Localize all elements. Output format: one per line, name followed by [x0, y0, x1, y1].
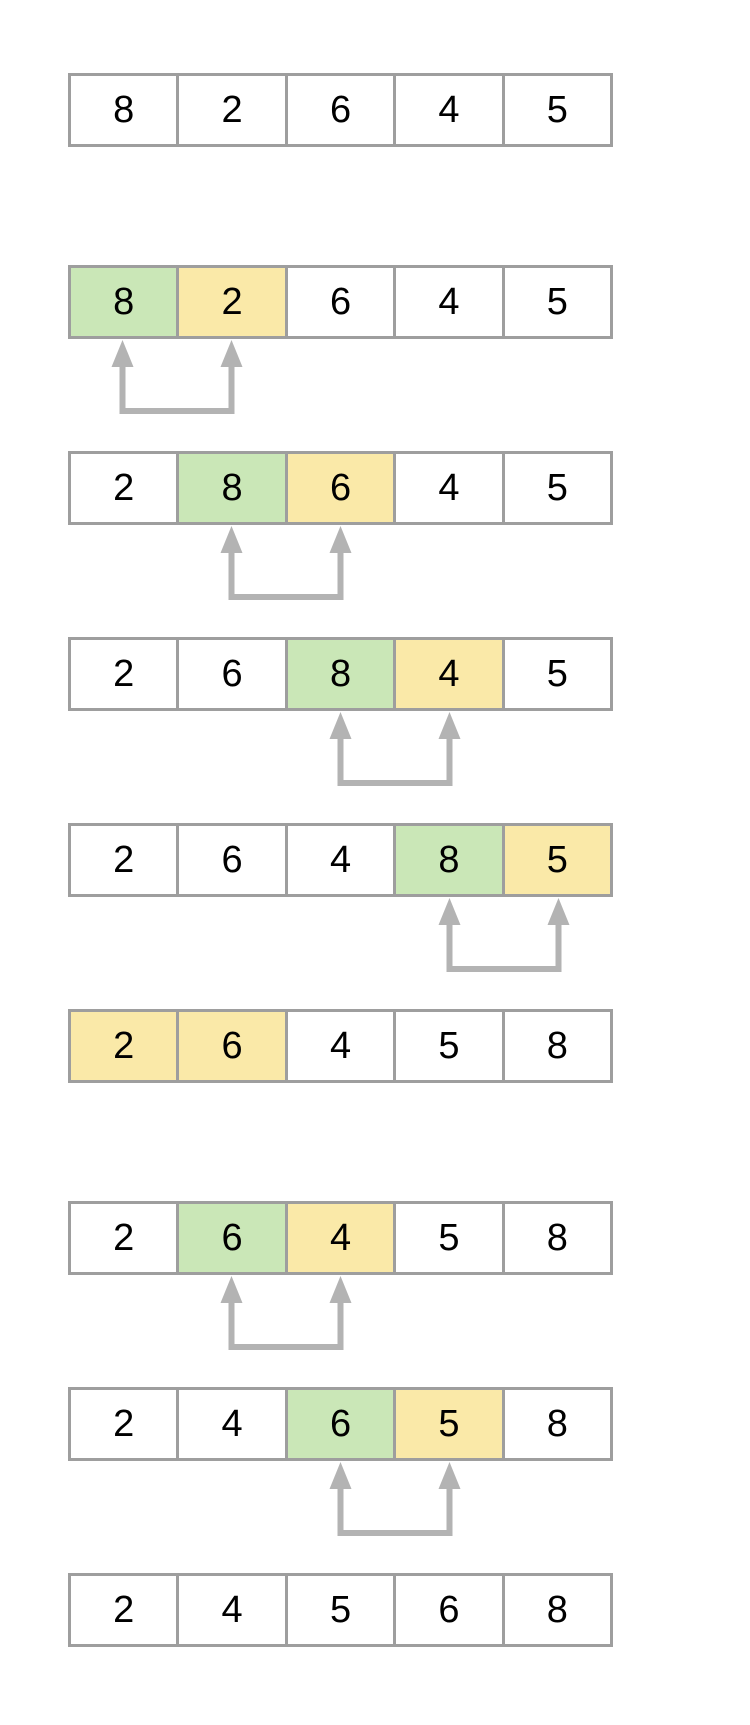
array-cell: 5	[393, 1390, 502, 1458]
array-cell: 6	[284, 268, 394, 336]
array-cell: 5	[501, 76, 611, 144]
array-cell: 4	[393, 76, 502, 144]
up-arrow-icon	[438, 898, 461, 925]
compare-arrows	[220, 1276, 352, 1350]
array-cell: 6	[284, 454, 394, 522]
up-arrow-icon	[329, 1462, 352, 1489]
array-cell: 5	[501, 640, 611, 708]
up-arrow-icon	[220, 1276, 243, 1303]
array-cell: 2	[176, 268, 285, 336]
array-cell: 4	[176, 1576, 285, 1644]
up-arrow-icon	[329, 1276, 352, 1303]
array-cell: 2	[71, 1576, 177, 1644]
array-cell: 6	[284, 1390, 394, 1458]
array-cell: 4	[393, 268, 502, 336]
array-cell: 2	[71, 1204, 177, 1272]
array-cell: 6	[176, 640, 285, 708]
compare-arrows	[329, 1462, 461, 1536]
array-cell: 2	[71, 1390, 177, 1458]
array-cell: 5	[393, 1012, 502, 1080]
array-cell: 5	[284, 1576, 394, 1644]
up-arrow-icon	[547, 898, 570, 925]
compare-arrows	[220, 526, 352, 600]
array-cell: 4	[284, 1012, 394, 1080]
array-cell: 6	[176, 1204, 285, 1272]
up-arrow-icon	[329, 712, 352, 739]
array-cell: 6	[176, 826, 285, 894]
array-cell: 5	[501, 268, 611, 336]
array-cell: 6	[393, 1576, 502, 1644]
array-cell: 2	[71, 826, 177, 894]
up-arrow-icon	[111, 340, 134, 367]
array-cell: 4	[284, 1204, 394, 1272]
array-cell: 8	[71, 76, 177, 144]
compare-arrows	[329, 712, 461, 786]
array-cell: 8	[176, 454, 285, 522]
up-arrow-icon	[438, 1462, 461, 1489]
array-cell: 4	[176, 1390, 285, 1458]
array-cell: 5	[501, 826, 611, 894]
array-cell: 8	[501, 1390, 611, 1458]
up-arrow-icon	[220, 526, 243, 553]
swap-bracket	[337, 733, 453, 786]
swap-bracket	[119, 361, 235, 414]
array-cell: 6	[176, 1012, 285, 1080]
swap-bracket	[228, 547, 344, 600]
array-cell: 2	[176, 76, 285, 144]
array-cell: 2	[71, 640, 177, 708]
swap-bracket	[228, 1297, 344, 1350]
array-cell: 5	[393, 1204, 502, 1272]
up-arrow-icon	[438, 712, 461, 739]
swap-bracket	[446, 919, 562, 972]
array-cell: 2	[71, 1012, 177, 1080]
up-arrow-icon	[220, 340, 243, 367]
array-cell: 4	[393, 640, 502, 708]
array-cell: 8	[71, 268, 177, 336]
compare-arrows	[111, 340, 243, 414]
swap-bracket	[337, 1483, 453, 1536]
array-cell: 5	[501, 454, 611, 522]
up-arrow-icon	[329, 526, 352, 553]
array-cell: 4	[284, 826, 394, 894]
array-cell: 4	[393, 454, 502, 522]
array-cell: 8	[501, 1576, 611, 1644]
array-cell: 8	[393, 826, 502, 894]
array-cell: 8	[501, 1204, 611, 1272]
array-cell: 8	[284, 640, 394, 708]
array-cell: 6	[284, 76, 394, 144]
compare-arrows	[438, 898, 570, 972]
array-cell: 2	[71, 454, 177, 522]
array-cell: 8	[501, 1012, 611, 1080]
